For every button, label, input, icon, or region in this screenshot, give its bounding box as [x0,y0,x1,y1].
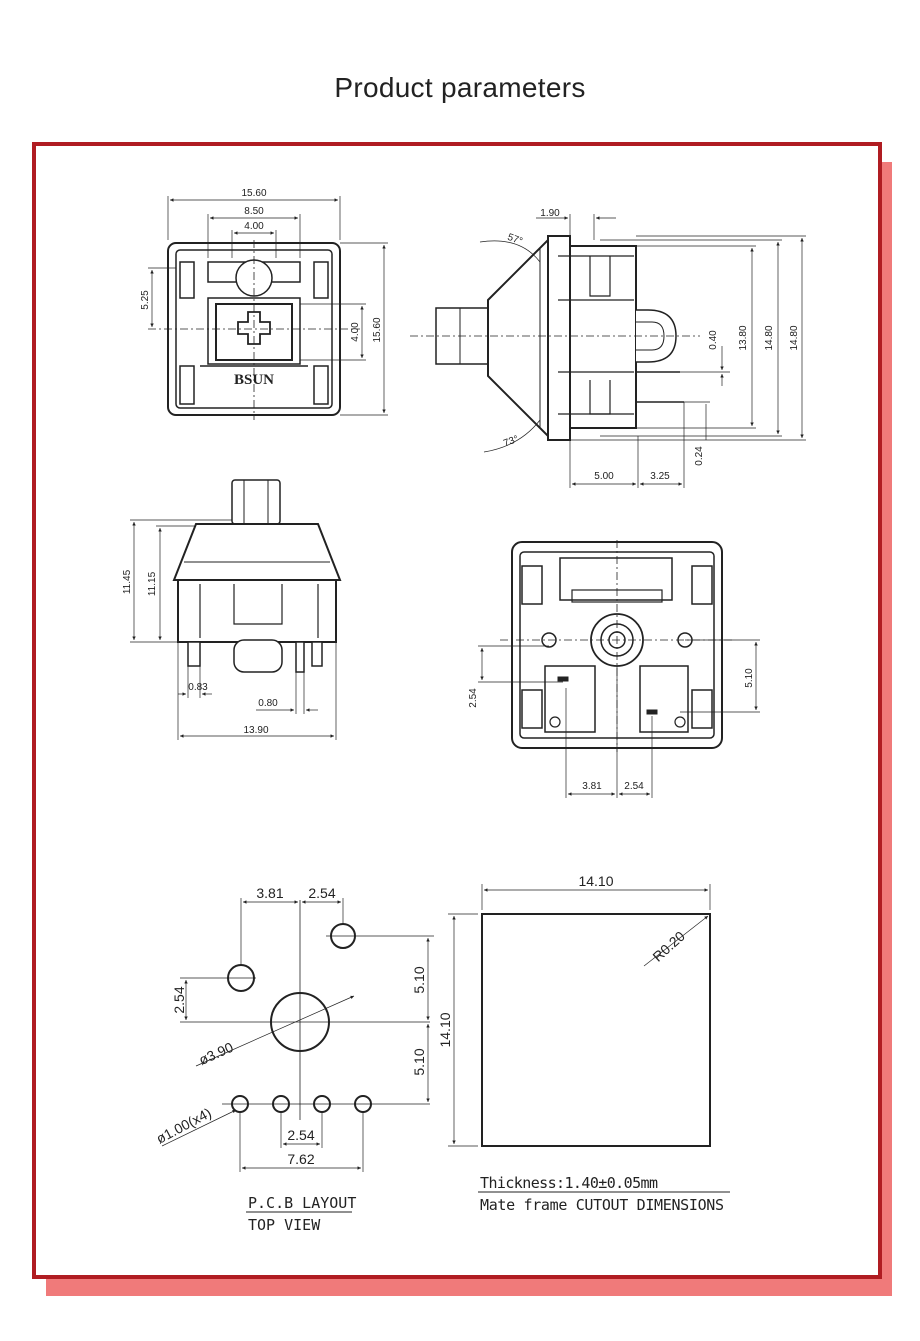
cutout-drawing [448,884,730,1193]
dim-side-base1: 5.00 [594,471,614,482]
top-view [148,196,388,420]
dim-cutout-radius: R0.20 [649,928,688,965]
brand-logo-text: BSUN [234,372,274,388]
dim-bottom-v-right: 5.10 [744,668,755,688]
dim-side-h3: 14.80 [789,325,800,350]
dim-bottom-h-left: 3.81 [582,781,602,792]
dim-front-h-body: 11.15 [147,571,158,596]
dim-pcb-small-holes: ø1.00(x4) [153,1104,213,1146]
dim-side-pin-dia: 0.40 [708,330,719,350]
cutout-caption: Mate frame CUTOUT DIMENSIONS [480,1196,724,1214]
dim-pcb-bottom-spacing: 2.54 [287,1127,314,1143]
dim-cutout-height: 14.10 [437,1012,453,1047]
front-view [130,479,342,740]
pcb-label-line1: P.C.B LAYOUT [248,1194,356,1212]
dim-top-left-h: 5.25 [140,290,151,310]
pcb-label-line2: TOP VIEW [248,1216,321,1234]
dim-top-width-mid: 8.50 [244,206,264,217]
dim-pcb-right-v2: 5.10 [411,1048,427,1075]
dim-top-width-outer: 15.60 [241,188,266,199]
dim-pcb-bottom-total: 7.62 [287,1151,314,1167]
dim-side-h1: 13.80 [738,325,749,350]
dim-side-h2: 14.80 [764,325,775,350]
dim-pcb-top-right: 2.54 [308,885,335,901]
dim-bottom-h-right: 2.54 [624,781,644,792]
dim-top-stem-h: 4.00 [350,322,361,342]
page-title: Product parameters [334,72,586,103]
cutout-thickness: Thickness:1.40±0.05mm [480,1174,658,1192]
dim-front-pin-w2: 0.80 [258,698,278,709]
dim-pcb-right-v1: 5.10 [411,966,427,993]
dim-side-angle-bottom: 73° [502,434,520,450]
dim-side-top-offset: 1.90 [540,208,560,219]
dim-top-height: 15.60 [372,317,383,342]
dim-bottom-v-left: 2.54 [468,688,479,708]
side-view [410,214,806,488]
dim-side-base2: 3.25 [650,471,670,482]
dim-front-h-total: 11.45 [122,569,133,594]
dim-pcb-center-hole: ø3.90 [196,1039,235,1068]
pcb-layout [161,898,434,1213]
dim-top-width-inner: 4.00 [244,221,264,232]
bottom-view [478,540,760,798]
dim-front-pin-w: 0.83 [188,682,208,693]
dim-front-width: 13.90 [243,725,268,736]
dim-cutout-width: 14.10 [578,873,613,889]
dim-pcb-left-v: 2.54 [171,986,187,1013]
dim-side-pin-len: 0.24 [694,446,705,466]
cutout-square [481,913,711,1147]
dim-side-angle-top: 57° [506,232,524,248]
dim-pcb-top-left: 3.81 [256,885,283,901]
